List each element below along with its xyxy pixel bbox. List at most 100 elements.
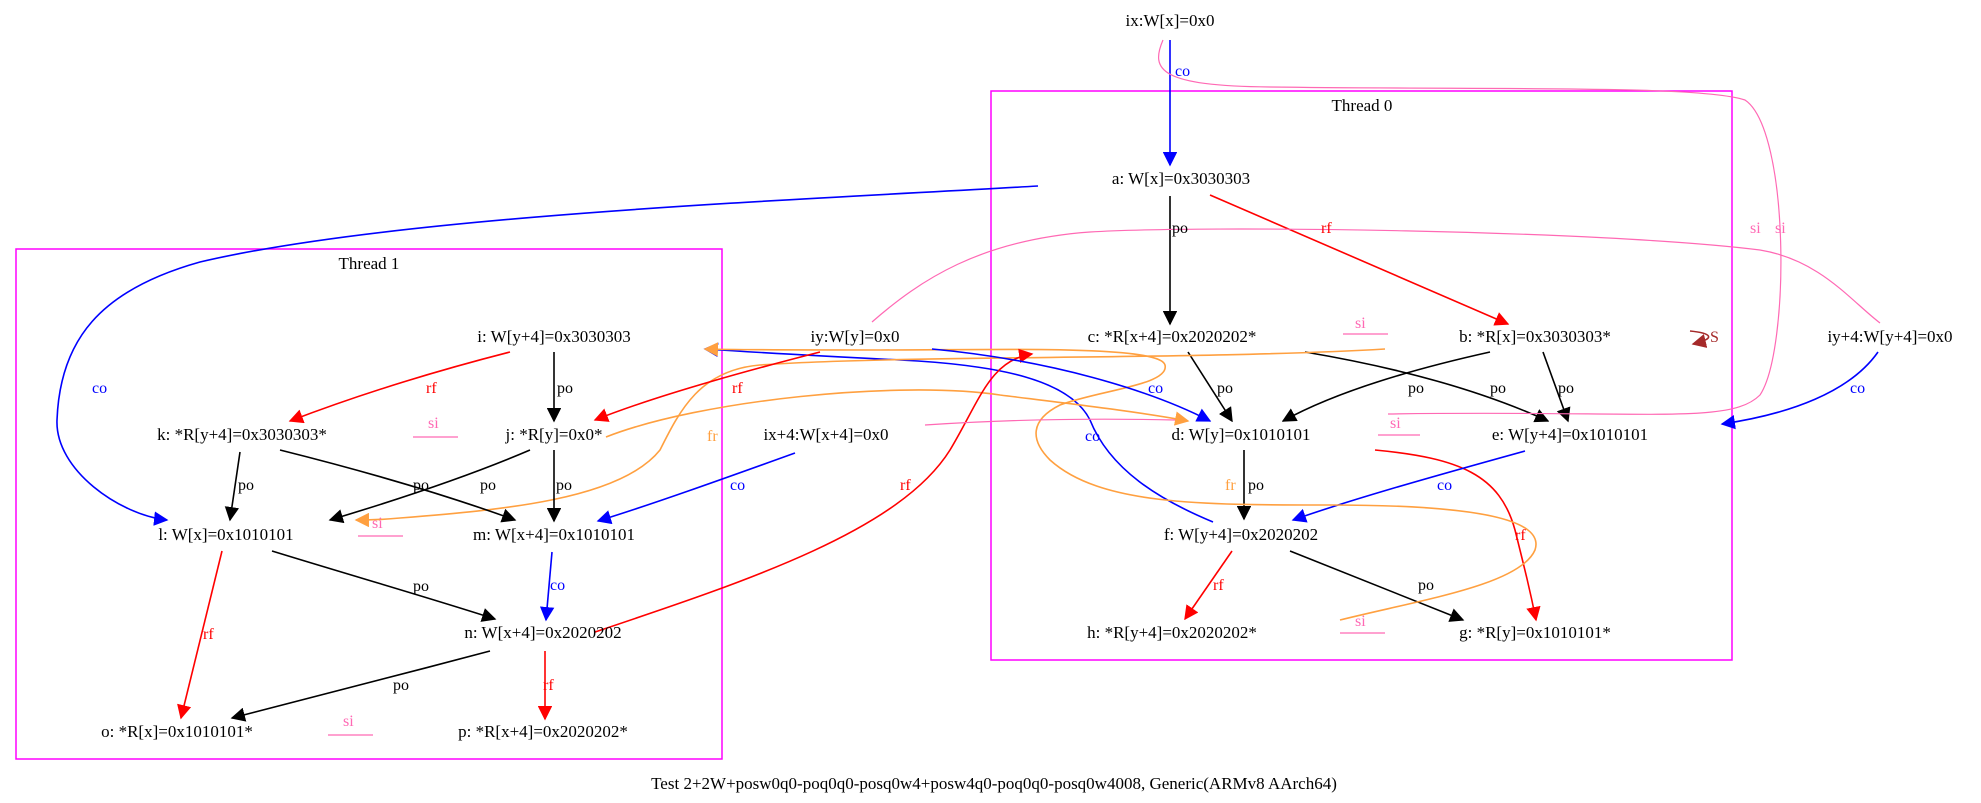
edge-co-ix4-m — [596, 452, 796, 525]
edge-rf-l-o — [177, 550, 223, 720]
label-rf-f-h: rf — [1213, 577, 1224, 594]
label-rf-a-b: rf — [1321, 220, 1332, 237]
edge-co-m-n — [539, 551, 555, 622]
label-po-n-o: po — [393, 677, 409, 694]
thread-0-label: Thread 0 — [1332, 96, 1393, 115]
label-co-a-l: co — [92, 380, 107, 397]
node-g: g: *R[y]=0x1010101* — [1459, 623, 1611, 642]
label-po-b-d: po — [1408, 380, 1424, 397]
edge-fr-e-l — [354, 348, 1386, 528]
label-co-e-f: co — [1437, 477, 1452, 494]
edges — [56, 39, 1881, 736]
label-si-o: si — [343, 713, 354, 730]
node-ix: ix:W[x]=0x0 — [1126, 11, 1215, 30]
node-ix4: ix+4:W[x+4]=0x0 — [763, 425, 888, 444]
node-i: i: W[y+4]=0x3030303 — [477, 327, 630, 346]
edge-s-self — [1689, 330, 1710, 348]
edge-po-k-l — [224, 451, 241, 522]
edge-rf-d-g — [1374, 449, 1541, 622]
label-po-j-m: po — [556, 477, 572, 494]
node-k: k: *R[y+4]=0x3030303* — [157, 425, 327, 444]
edge-rf-a-b — [1209, 194, 1510, 326]
label-po-a-c: po — [1172, 220, 1188, 237]
node-j: j: *R[y]=0x0* — [505, 425, 603, 444]
label-rf-d-g: rf — [1515, 527, 1526, 544]
edge-po-c-e — [1304, 351, 1550, 423]
label-po-c-d: po — [1217, 380, 1233, 397]
label-si-l: si — [372, 515, 383, 532]
edge-co-a-l — [56, 185, 1039, 526]
edge-po-f-g — [1289, 550, 1465, 622]
edge-co-e-f — [1291, 450, 1526, 523]
label-po-k-l: po — [238, 477, 254, 494]
edge-si-ix4-d — [924, 418, 1176, 426]
edge-fr-j-d — [605, 389, 1190, 438]
label-co-iy4-e: co — [1850, 380, 1865, 397]
thread-1-cluster — [15, 248, 723, 760]
edge-po-c-d — [1187, 351, 1233, 423]
label-co-iy-d: co — [1148, 380, 1163, 397]
label-rf-n-p: rf — [543, 677, 554, 694]
edge-si-iy-iy4 — [871, 228, 1881, 324]
graph-caption: Test 2+2W+posw0q0-poq0q0-posq0w4+posw4q0… — [651, 774, 1337, 793]
label-rf-l-o: rf — [203, 626, 214, 643]
edge-po-n-o — [230, 650, 491, 722]
thread-0-cluster — [990, 90, 1733, 661]
label-po-b-e: po — [1558, 380, 1574, 397]
node-p: p: *R[x+4]=0x2020202* — [458, 722, 628, 741]
edge-po-b-d — [1281, 351, 1491, 422]
edge-po-b-e — [1542, 351, 1571, 423]
node-c: c: *R[x+4]=0x2020202* — [1088, 327, 1257, 346]
label-si-right-1: si — [1750, 220, 1761, 237]
label-po-c-e: po — [1490, 380, 1506, 397]
node-l: l: W[x]=0x1010101 — [158, 525, 293, 544]
node-d: d: W[y]=0x1010101 — [1171, 425, 1310, 444]
edge-si-ix-e — [1158, 39, 1782, 415]
node-f: f: W[y+4]=0x2020202 — [1164, 525, 1318, 544]
node-iy4: iy+4:W[y+4]=0x0 — [1827, 327, 1952, 346]
thread-1-label: Thread 1 — [339, 254, 400, 273]
node-n: n: W[x+4]=0x2020202 — [464, 623, 621, 642]
label-co-f-i: co — [1085, 428, 1100, 445]
edge-co-iy4-e — [1720, 351, 1879, 430]
label-fr-f: fr — [1225, 477, 1236, 494]
edge-po-l-n — [271, 550, 497, 622]
label-rf-i-k: rf — [426, 380, 437, 397]
label-s: S — [1710, 329, 1719, 346]
label-co-ix-a: co — [1175, 63, 1190, 80]
label-fr-j: fr — [707, 428, 718, 445]
node-h: h: *R[y+4]=0x2020202* — [1087, 623, 1257, 642]
node-iy: iy:W[y]=0x0 — [811, 327, 900, 346]
label-rf-iy-j: rf — [732, 380, 743, 397]
node-e: e: W[y+4]=0x1010101 — [1492, 425, 1648, 444]
node-m: m: W[x+4]=0x1010101 — [473, 525, 635, 544]
label-po-k-m: po — [413, 477, 429, 494]
label-si-d: si — [1390, 415, 1401, 432]
label-co-m-n: co — [550, 577, 565, 594]
edge-rf-iy-j — [593, 351, 821, 422]
label-po-l-n: po — [413, 578, 429, 595]
edge-co-f-i — [703, 342, 1214, 523]
label-po-j-l: po — [480, 477, 496, 494]
label-po-d-f: po — [1248, 477, 1264, 494]
nodes: ix:W[x]=0x0 a: W[x]=0x3030303 c: *R[x+4]… — [101, 11, 1952, 741]
edge-fr-h-i — [703, 342, 1537, 621]
edge-labels: co po rf si si co si S po po po po co co… — [92, 63, 1865, 730]
label-po-f-g: po — [1418, 577, 1434, 594]
edge-po-k-m — [279, 449, 517, 523]
node-b: b: *R[x]=0x3030303* — [1459, 327, 1611, 346]
label-po-i-j: po — [557, 380, 573, 397]
label-si-h: si — [1355, 613, 1366, 630]
label-si-c: si — [1355, 315, 1366, 332]
label-co-ix4-m: co — [730, 477, 745, 494]
edge-rf-i-k — [288, 351, 511, 424]
node-o: o: *R[x]=0x1010101* — [101, 722, 253, 741]
label-si-k: si — [428, 415, 439, 432]
label-rf-n-c: rf — [900, 477, 911, 494]
node-a: a: W[x]=0x3030303 — [1112, 169, 1250, 188]
edge-po-j-l — [328, 449, 531, 524]
edge-co-iy-d — [931, 348, 1212, 422]
label-si-right-2: si — [1775, 220, 1786, 237]
edge-rf-n-c — [594, 348, 1034, 633]
